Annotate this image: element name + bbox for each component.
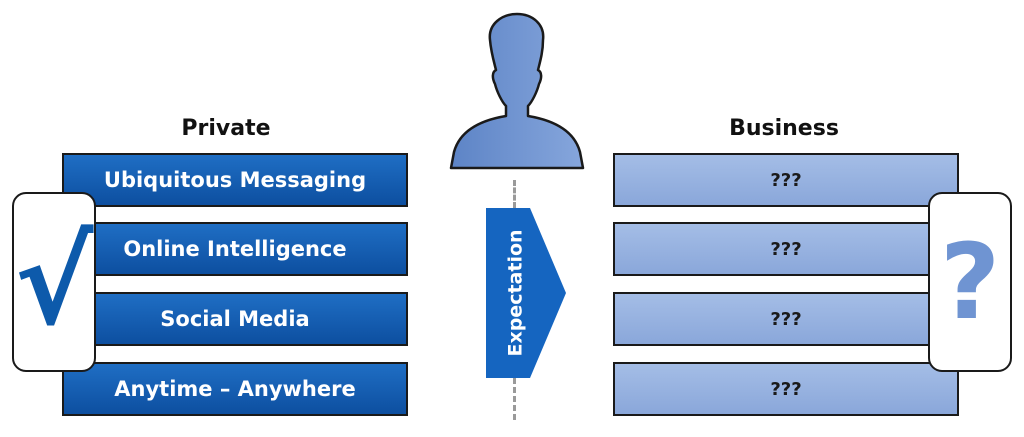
private-item-social-media: Social Media (62, 292, 408, 346)
business-item-4: ??? (613, 362, 959, 416)
business-item-2: ??? (613, 222, 959, 276)
question-card: ? (928, 192, 1012, 372)
business-item-1: ??? (613, 153, 959, 207)
question-mark-icon: ? (939, 221, 1001, 343)
private-item-online-intelligence: Online Intelligence (62, 222, 408, 276)
private-heading: Private (181, 116, 271, 141)
business-item-3: ??? (613, 292, 959, 346)
expectation-label: Expectation (505, 229, 527, 357)
dashed-connector-bottom (513, 378, 516, 420)
business-heading: Business (729, 116, 839, 141)
checkmark-icon: √ (14, 213, 94, 351)
expectation-arrow-icon (486, 208, 566, 378)
expectation-label-box: Expectation (490, 210, 542, 376)
private-item-anytime-anywhere: Anytime – Anywhere (62, 362, 408, 416)
checkmark-card: √ (12, 192, 96, 372)
private-item-ubiquitous-messaging: Ubiquitous Messaging (62, 153, 408, 207)
dashed-connector-top (513, 180, 516, 208)
person-silhouette-icon (449, 12, 585, 170)
